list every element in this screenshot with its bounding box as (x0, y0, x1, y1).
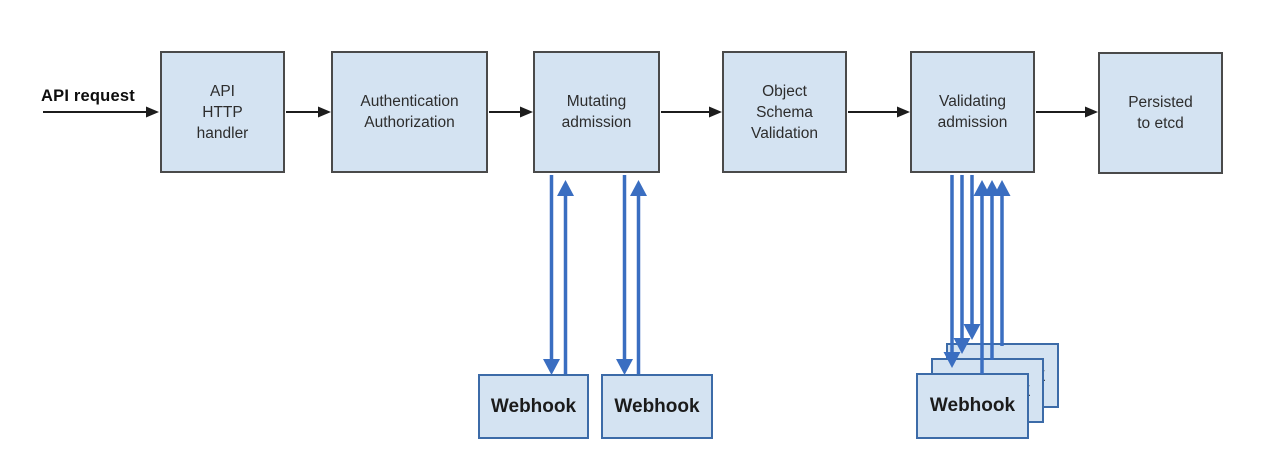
validating-webhook-front: Webhook (916, 373, 1029, 439)
validating-webhook-down-arrow-1 (943, 175, 961, 368)
flow-arrow-validating-to-etcd (1036, 106, 1098, 118)
mutating-webhook-1: Webhook (478, 374, 589, 439)
node-mutating-admission: Mutating admission (533, 51, 660, 173)
node-persisted-to-etcd: Persisted to etcd (1098, 52, 1223, 174)
flow-arrow-auth-to-mutating (489, 106, 533, 118)
validating-webhook-up-arrow-3 (993, 180, 1011, 346)
flow-arrow-mutating-to-schema (661, 106, 722, 118)
validating-webhook-up-arrow-2 (983, 180, 1001, 360)
node-api-http-handler: API HTTP handler (160, 51, 285, 173)
mutating-webhook2-up-arrow (630, 180, 647, 374)
mutating-webhook-2: Webhook (601, 374, 713, 439)
flow-arrow-handler-to-auth (286, 106, 331, 118)
validating-webhook-down-arrow-2 (953, 175, 971, 354)
validating-webhook-down-arrow-3 (963, 175, 981, 340)
mutating-webhook1-up-arrow (557, 180, 574, 374)
node-authentication-authorization: Authentication Authorization (331, 51, 488, 173)
mutating-webhook2-down-arrow (616, 175, 633, 375)
mutating-webhook1-down-arrow (543, 175, 560, 375)
flow-arrow-api-request (43, 106, 159, 118)
flow-arrow-schema-to-validating (848, 106, 910, 118)
node-validating-admission: Validating admission (910, 51, 1035, 173)
node-object-schema-validation: Object Schema Validation (722, 51, 847, 173)
api-request-label: API request (41, 87, 135, 105)
